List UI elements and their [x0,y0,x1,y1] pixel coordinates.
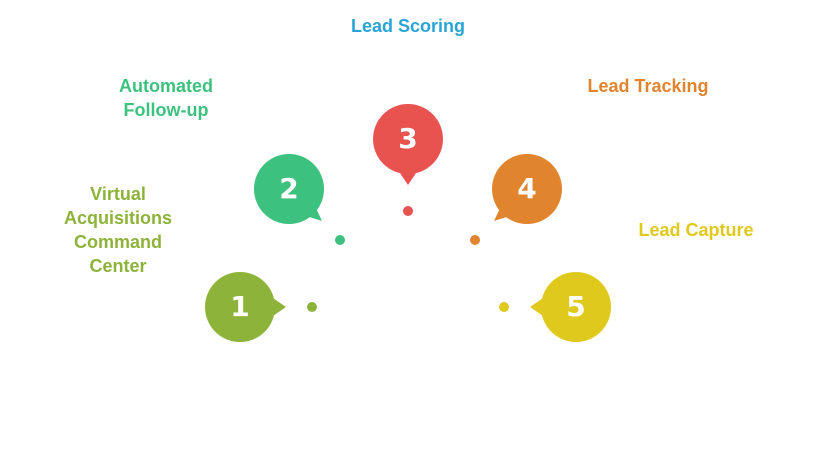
step-4-label: Lead Tracking [587,76,709,96]
step-2-label: Automated Follow-up [119,76,213,120]
step-5-number: 5 [566,290,585,323]
step-4-number: 4 [517,172,536,205]
step-4-bubble: 4 [492,154,562,224]
step-2-bubble: 2 [254,154,324,224]
step-1-bubble: 1 [205,272,286,342]
step-2-number: 2 [279,172,298,205]
step-1-dot [307,302,317,312]
step-3-dot [403,206,413,216]
step-2-dot [335,235,345,245]
step-5-dot [499,302,509,312]
step-1-number: 1 [230,290,249,323]
step-3-number: 3 [398,122,417,155]
step-5-bubble: 5 [530,272,611,342]
step-3-bubble: 3 [373,104,443,185]
step-5-label: Lead Capture [638,220,754,240]
step-3-label: Lead Scoring [350,16,466,36]
step-4-dot [470,235,480,245]
step-1-label: Virtual Acquisitions Command Center [63,184,173,276]
